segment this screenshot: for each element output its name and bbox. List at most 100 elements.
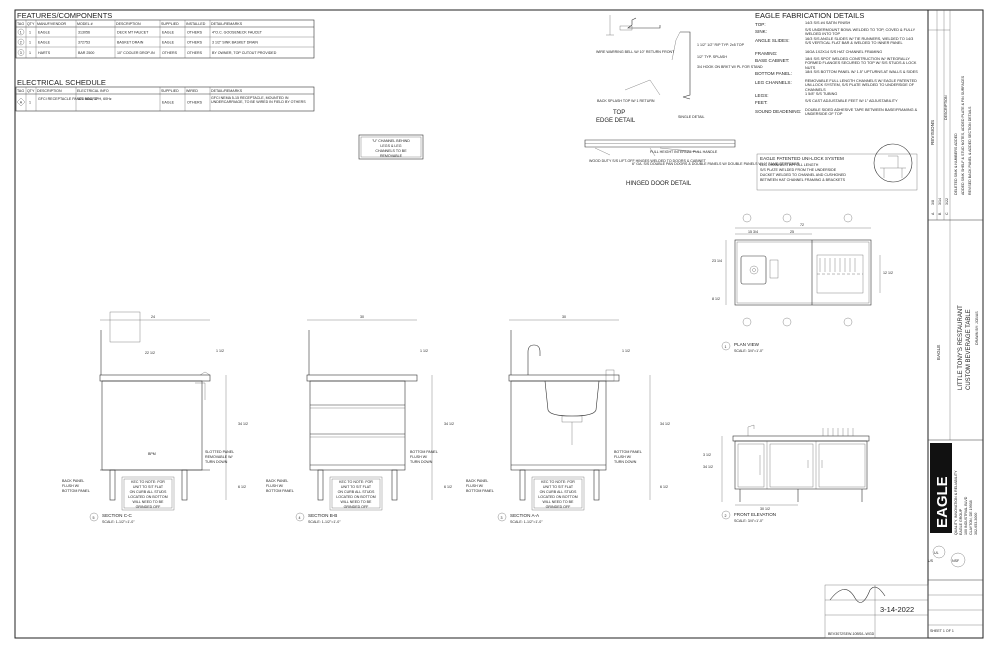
features-header: SUPPLIED (161, 22, 179, 26)
svg-text:6" GA. S/S DOUBLE PAN DOORS &: 6" GA. S/S DOUBLE PAN DOORS & DOUBLE PAN… (632, 162, 800, 166)
svg-text:72: 72 (800, 223, 804, 227)
features-title: FEATURES/COMPONENTS (17, 11, 112, 20)
svg-text:BACK PANEL: BACK PANEL (62, 479, 84, 483)
svg-text:LOCATED ON BOTTOM: LOCATED ON BOTTOM (128, 495, 167, 499)
svg-text:BY OWNER, TOP CUTOUT PROVIDED: BY OWNER, TOP CUTOUT PROVIDED (212, 51, 277, 55)
leg-channel-note: "U" CHANNEL BEHIND LEGS & LEG CHANNELS T… (358, 134, 424, 160)
svg-text:EAGLE: EAGLE (38, 31, 51, 35)
svg-text:30 1/2: 30 1/2 (760, 507, 770, 511)
title-block: REVISIONS DESCRIPTION A B C 3/8 3/14 3/2… (824, 10, 983, 639)
svg-text:FLUSH W/: FLUSH W/ (614, 455, 631, 459)
svg-text:BPM: BPM (148, 452, 156, 456)
project-title: LITTLE TONY'S RESTAURANT (958, 305, 964, 390)
svg-text:1/2" TYP. SPLASH: 1/2" TYP. SPLASH (697, 55, 727, 59)
svg-text:DELETED SINK & NUMBERS ADDED: DELETED SINK & NUMBERS ADDED (954, 133, 958, 195)
table-row: 2 1 EAGLE 372753 BASKET DRAIN EAGLE OTHE… (17, 38, 258, 46)
front-elevation-title: FRONT ELEVATION (734, 512, 776, 517)
svg-text:BOTTOM PANEL: BOTTOM PANEL (410, 450, 438, 454)
svg-text:2: 2 (725, 514, 727, 518)
fabrication-details: EAGLE FABRICATION DETAILS TOP:14/3 S/S #… (755, 11, 918, 191)
top-edge-subtitle: EDGE DETAIL (596, 118, 636, 124)
section-b-title: SECTION B-B (308, 513, 337, 518)
svg-text:12 1/2: 12 1/2 (883, 271, 893, 275)
svg-text:REVISED BACK PANEL & ADDED SEC: REVISED BACK PANEL & ADDED SECTION DETAI… (968, 106, 972, 195)
features-header: QTY (27, 22, 35, 26)
svg-text:SLOTTED PANEL: SLOTTED PANEL (205, 450, 234, 454)
svg-text:LEGS:: LEGS: (755, 93, 769, 98)
svg-text:GFCI RECEPTACLE PANEL BOARD: GFCI RECEPTACLE PANEL BOARD (38, 97, 98, 101)
fabrication-text: 18/4 S/S SPOT WELDED CONSTRUCTION W/ INT… (805, 57, 917, 70)
electrical-title: ELECTRICAL SCHEDULE (17, 78, 106, 87)
svg-text:ON CURB ALL STUDS: ON CURB ALL STUDS (540, 490, 577, 494)
svg-text:B: B (938, 212, 942, 215)
svg-text:4"O.C. GOOSENECK FAUCET: 4"O.C. GOOSENECK FAUCET (212, 31, 263, 35)
features-header: TAG (17, 22, 24, 26)
svg-text:QUALITY, INNOVATION & RELIABIL: QUALITY, INNOVATION & RELIABILITY (954, 470, 958, 535)
svg-text:UNIT TO SIT FLAT: UNIT TO SIT FLAT (543, 485, 574, 489)
svg-text:EAGLE: EAGLE (162, 41, 175, 45)
features-header: MANUF/VENDOR (37, 22, 67, 26)
electrical-header: WIRED (186, 89, 198, 93)
svg-text:3: 3 (501, 516, 503, 520)
electrical-header: SUPPLIED (161, 89, 179, 93)
drawing-number: BEV3072SEW-10BS/L-WGD (828, 632, 875, 636)
svg-text:WOOD DUTY S/S LIFT-OFF HINGES: WOOD DUTY S/S LIFT-OFF HINGES WELDED TO … (589, 159, 707, 163)
fabrication-text: S/S CAST ADJUSTABLE FEET W/ 1" ADJUSTABI… (805, 99, 898, 103)
svg-text:UNIT TO SIT FLAT: UNIT TO SIT FLAT (133, 485, 164, 489)
svg-text:SOUND DEADENING:: SOUND DEADENING: (755, 109, 801, 114)
svg-text:BOTTOM PANEL: BOTTOM PANEL (62, 489, 90, 493)
svg-text:SCALE: 1-1/2"=1'-0": SCALE: 1-1/2"=1'-0" (308, 520, 341, 524)
svg-text:FLUSH W/: FLUSH W/ (62, 484, 79, 488)
svg-text:3: 3 (20, 51, 22, 55)
svg-text:4: 4 (299, 516, 301, 520)
svg-text:EAGLE: EAGLE (162, 101, 175, 105)
svg-text:BOTTOM PANEL: BOTTOM PANEL (614, 450, 642, 454)
svg-text:FLUSH W/: FLUSH W/ (410, 455, 427, 459)
svg-text:WILL NEED TO BE: WILL NEED TO BE (543, 500, 574, 504)
svg-text:BACK PANEL: BACK PANEL (266, 479, 288, 483)
hinged-door-detail: WOOD DUTY S/S LIFT-OFF HINGES WELDED TO … (584, 139, 800, 187)
electrical-schedule: ELECTRICAL SCHEDULE TAG QTY DESCRIPTION … (15, 78, 315, 112)
features-header: DESCRIPTION (116, 22, 141, 26)
plan-view: 72 15 3/4 25 23 1/4 12 1/2 8 1/2 1 PLAN … (712, 213, 893, 353)
svg-text:BETWEEN HAT CHANNEL FRAMING &: BETWEEN HAT CHANNEL FRAMING & BRACKETS (760, 178, 846, 182)
certification-marks: UL US NSF (928, 545, 966, 568)
svg-text:1: 1 (725, 345, 727, 349)
svg-text:34 1/2: 34 1/2 (660, 422, 670, 426)
svg-text:1 1/2: 1 1/2 (216, 349, 224, 353)
svg-text:1 1/2" 1/2" R/P TYP. 2x5 TOP: 1 1/2" 1/2" R/P TYP. 2x5 TOP (697, 43, 745, 47)
svg-text:A: A (931, 212, 935, 215)
features-header: DETAIL/REMARKS (211, 22, 243, 26)
features-header: INSTALLED (186, 22, 206, 26)
svg-text:GRINDED OFF: GRINDED OFF (136, 505, 162, 509)
fabrication-title: EAGLE FABRICATION DETAILS (755, 11, 864, 20)
svg-text:22 1/2: 22 1/2 (145, 351, 155, 355)
electrical-header: QTY (27, 89, 35, 93)
svg-text:SCALE: 1-1/2"=1'-0": SCALE: 1-1/2"=1'-0" (510, 520, 543, 524)
svg-text:OTHERS: OTHERS (187, 31, 203, 35)
svg-text:BOTTOM PANEL: BOTTOM PANEL (266, 489, 294, 493)
section-a-title: SECTION A-A (510, 513, 540, 518)
fabrication-row: TOP:14/3 S/S #4 SATIN FINISH (755, 21, 850, 27)
fabrication-text: 1 5/8" S/S TUBING (805, 92, 838, 96)
table-row: 3 1 HARTS BAR 2500 10" COOLER DROP-IN OT… (17, 49, 277, 56)
svg-text:US: US (928, 559, 934, 563)
svg-text:A: A (20, 101, 23, 105)
electrical-header: DESCRIPTION (37, 89, 62, 93)
svg-text:S/S PLATE WELDED FROM THE UNDE: S/S PLATE WELDED FROM THE UNDERSIDE (760, 168, 837, 172)
svg-text:10" COOLER DROP-IN: 10" COOLER DROP-IN (117, 51, 155, 55)
fabrication-row: FEET:S/S CAST ADJUSTABLE FEET W/ 1" ADJU… (755, 99, 898, 105)
svg-text:1: 1 (20, 31, 22, 35)
svg-text:1: 1 (29, 31, 31, 35)
front-elevation: 34 1/2 3 1/2 30 1/2 2 FRONT ELEVATION SC… (703, 424, 870, 523)
svg-text:REMOVABLE: REMOVABLE (380, 154, 403, 158)
electrical-remarks: GFCI NEMA 5-15 RECEPTACLE, MOUNTED IN UN… (211, 96, 306, 105)
section-b-b: 30 1 1/2 34 1/2 6 1/2 BOTTOM PANEL FLUSH… (266, 315, 454, 524)
svg-text:1: 1 (29, 101, 31, 105)
svg-text:1 1/2: 1 1/2 (420, 349, 428, 353)
svg-text:3 1/2: 3 1/2 (703, 453, 711, 457)
svg-text:SCALE: 1-1/2"=1'-0": SCALE: 1-1/2"=1'-0" (102, 520, 135, 524)
electrical-header: DETAIL/REMARKS (211, 89, 243, 93)
svg-text:WILL NEED TO BE: WILL NEED TO BE (133, 500, 164, 504)
